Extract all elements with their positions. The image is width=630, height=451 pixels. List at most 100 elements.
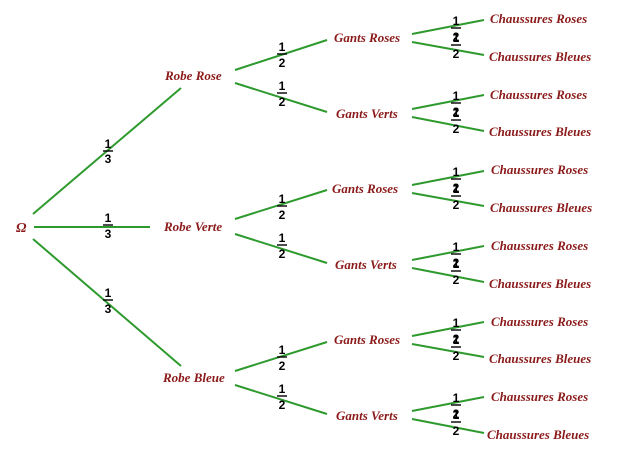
edge-gants-1-chaussures-roses: [411, 19, 485, 35]
prob-denominator: 2: [453, 198, 460, 212]
prob-denominator: 2: [453, 122, 460, 136]
prob-robe-verte: 1 3: [103, 211, 113, 241]
prob-denominator: 3: [105, 227, 112, 241]
edge-gants-5-chaussures-roses: [411, 321, 485, 337]
edge-gants-1-chaussures-bleues: [411, 41, 485, 56]
shoes-node-3: Chaussures Roses: [490, 87, 587, 102]
prob-numerator: 1: [453, 257, 460, 271]
edge-root-robe-bleue: [32, 238, 182, 367]
shoes-node-10: Chaussures Bleues: [489, 351, 591, 366]
gloves-node-2: Gants Verts: [336, 106, 398, 121]
branch-probabilities: 1 3 1 3 1 3 1 2 1 2 1 2: [103, 14, 461, 438]
prob-chaussures-1: 1 2: [451, 14, 461, 44]
prob-numerator: 1: [453, 165, 460, 179]
edge-robe-bleue-gants-verts: [234, 384, 328, 415]
prob-denominator: 2: [453, 349, 460, 363]
prob-chaussures-2: 1 2: [451, 31, 461, 61]
edge-gants-3-chaussures-bleues: [411, 192, 485, 207]
prob-robe-rose: 1 3: [103, 137, 113, 166]
gloves-node-1: Gants Roses: [334, 30, 400, 45]
prob-chaussures-11: 1 2: [451, 391, 461, 421]
prob-numerator: 1: [279, 343, 286, 357]
prob-denominator: 2: [279, 247, 286, 261]
prob-chaussures-8: 1 2: [451, 257, 461, 287]
dress-node-2: Robe Verte: [163, 219, 222, 234]
prob-chaussures-5: 1 2: [451, 165, 461, 195]
prob-gants-5: 1 2: [277, 343, 287, 373]
prob-numerator: 1: [279, 231, 286, 245]
prob-numerator: 1: [453, 316, 460, 330]
gloves-node-4: Gants Verts: [335, 257, 397, 272]
prob-numerator: 1: [105, 286, 112, 300]
prob-numerator: 1: [453, 333, 460, 347]
prob-denominator: 2: [453, 332, 460, 346]
prob-denominator: 2: [453, 181, 460, 195]
edge-robe-verte-gants-roses: [234, 189, 328, 220]
edge-gants-3-chaussures-roses: [411, 170, 485, 186]
edge-robe-rose-gants-verts: [234, 82, 328, 113]
dress-node-1: Robe Rose: [164, 68, 222, 83]
prob-denominator: 2: [279, 359, 286, 373]
edge-gants-6-chaussures-roses: [411, 396, 485, 412]
gloves-node-6: Gants Verts: [336, 408, 398, 423]
prob-numerator: 1: [453, 408, 460, 422]
prob-numerator: 1: [279, 40, 286, 54]
prob-numerator: 1: [105, 211, 112, 225]
prob-gants-6: 1 2: [277, 382, 287, 412]
prob-numerator: 1: [453, 14, 460, 28]
prob-denominator: 3: [105, 152, 112, 166]
prob-numerator: 1: [453, 89, 460, 103]
edge-gants-4-chaussures-bleues: [411, 267, 485, 283]
dress-node-3: Robe Bleue: [162, 370, 225, 385]
shoes-node-8: Chaussures Bleues: [489, 276, 591, 291]
prob-chaussures-9: 1 2: [451, 316, 461, 346]
edge-robe-verte-gants-verts: [234, 233, 328, 264]
edge-gants-2-chaussures-roses: [411, 94, 485, 110]
prob-chaussures-10: 1 2: [451, 333, 461, 363]
prob-denominator: 2: [279, 56, 286, 70]
shoes-node-2: Chaussures Bleues: [489, 49, 591, 64]
shoes-node-4: Chaussures Bleues: [489, 124, 591, 139]
gloves-node-5: Gants Roses: [334, 332, 400, 347]
prob-numerator: 1: [105, 137, 112, 151]
prob-numerator: 1: [453, 182, 460, 196]
prob-numerator: 1: [453, 391, 460, 405]
prob-chaussures-7: 1 2: [451, 240, 461, 270]
prob-gants-2: 1 2: [277, 79, 287, 109]
prob-denominator: 3: [105, 302, 112, 316]
shoes-node-6: Chaussures Bleues: [490, 200, 592, 215]
prob-chaussures-6: 1 2: [451, 182, 461, 212]
edge-gants-4-chaussures-roses: [411, 245, 485, 261]
tree-nodes: Ω Robe Rose Robe Verte Robe Bleue Gants …: [16, 11, 592, 442]
prob-denominator: 2: [453, 273, 460, 287]
shoes-node-5: Chaussures Roses: [491, 162, 588, 177]
prob-denominator: 2: [453, 424, 460, 438]
prob-gants-1: 1 2: [277, 40, 287, 70]
shoes-node-9: Chaussures Roses: [491, 314, 588, 329]
edge-gants-6-chaussures-bleues: [411, 418, 485, 434]
shoes-node-1: Chaussures Roses: [490, 11, 587, 26]
prob-robe-bleue: 1 3: [103, 286, 113, 316]
edge-gants-5-chaussures-bleues: [411, 343, 485, 358]
prob-numerator: 1: [279, 192, 286, 206]
root-label: Ω: [16, 221, 27, 236]
gloves-node-3: Gants Roses: [332, 181, 398, 196]
shoes-node-11: Chaussures Roses: [491, 389, 588, 404]
prob-denominator: 2: [453, 30, 460, 44]
tree-edges: [32, 19, 485, 434]
shoes-node-12: Chaussures Bleues: [487, 427, 589, 442]
prob-numerator: 1: [453, 31, 460, 45]
prob-denominator: 2: [453, 256, 460, 270]
prob-chaussures-12: 1 2: [451, 408, 461, 438]
prob-denominator: 2: [453, 407, 460, 421]
shoes-node-7: Chaussures Roses: [491, 238, 588, 253]
prob-denominator: 2: [453, 105, 460, 119]
prob-numerator: 1: [453, 106, 460, 120]
prob-denominator: 2: [279, 398, 286, 412]
prob-denominator: 2: [279, 208, 286, 222]
prob-numerator: 1: [279, 382, 286, 396]
prob-chaussures-3: 1 2: [451, 89, 461, 119]
prob-numerator: 1: [453, 240, 460, 254]
